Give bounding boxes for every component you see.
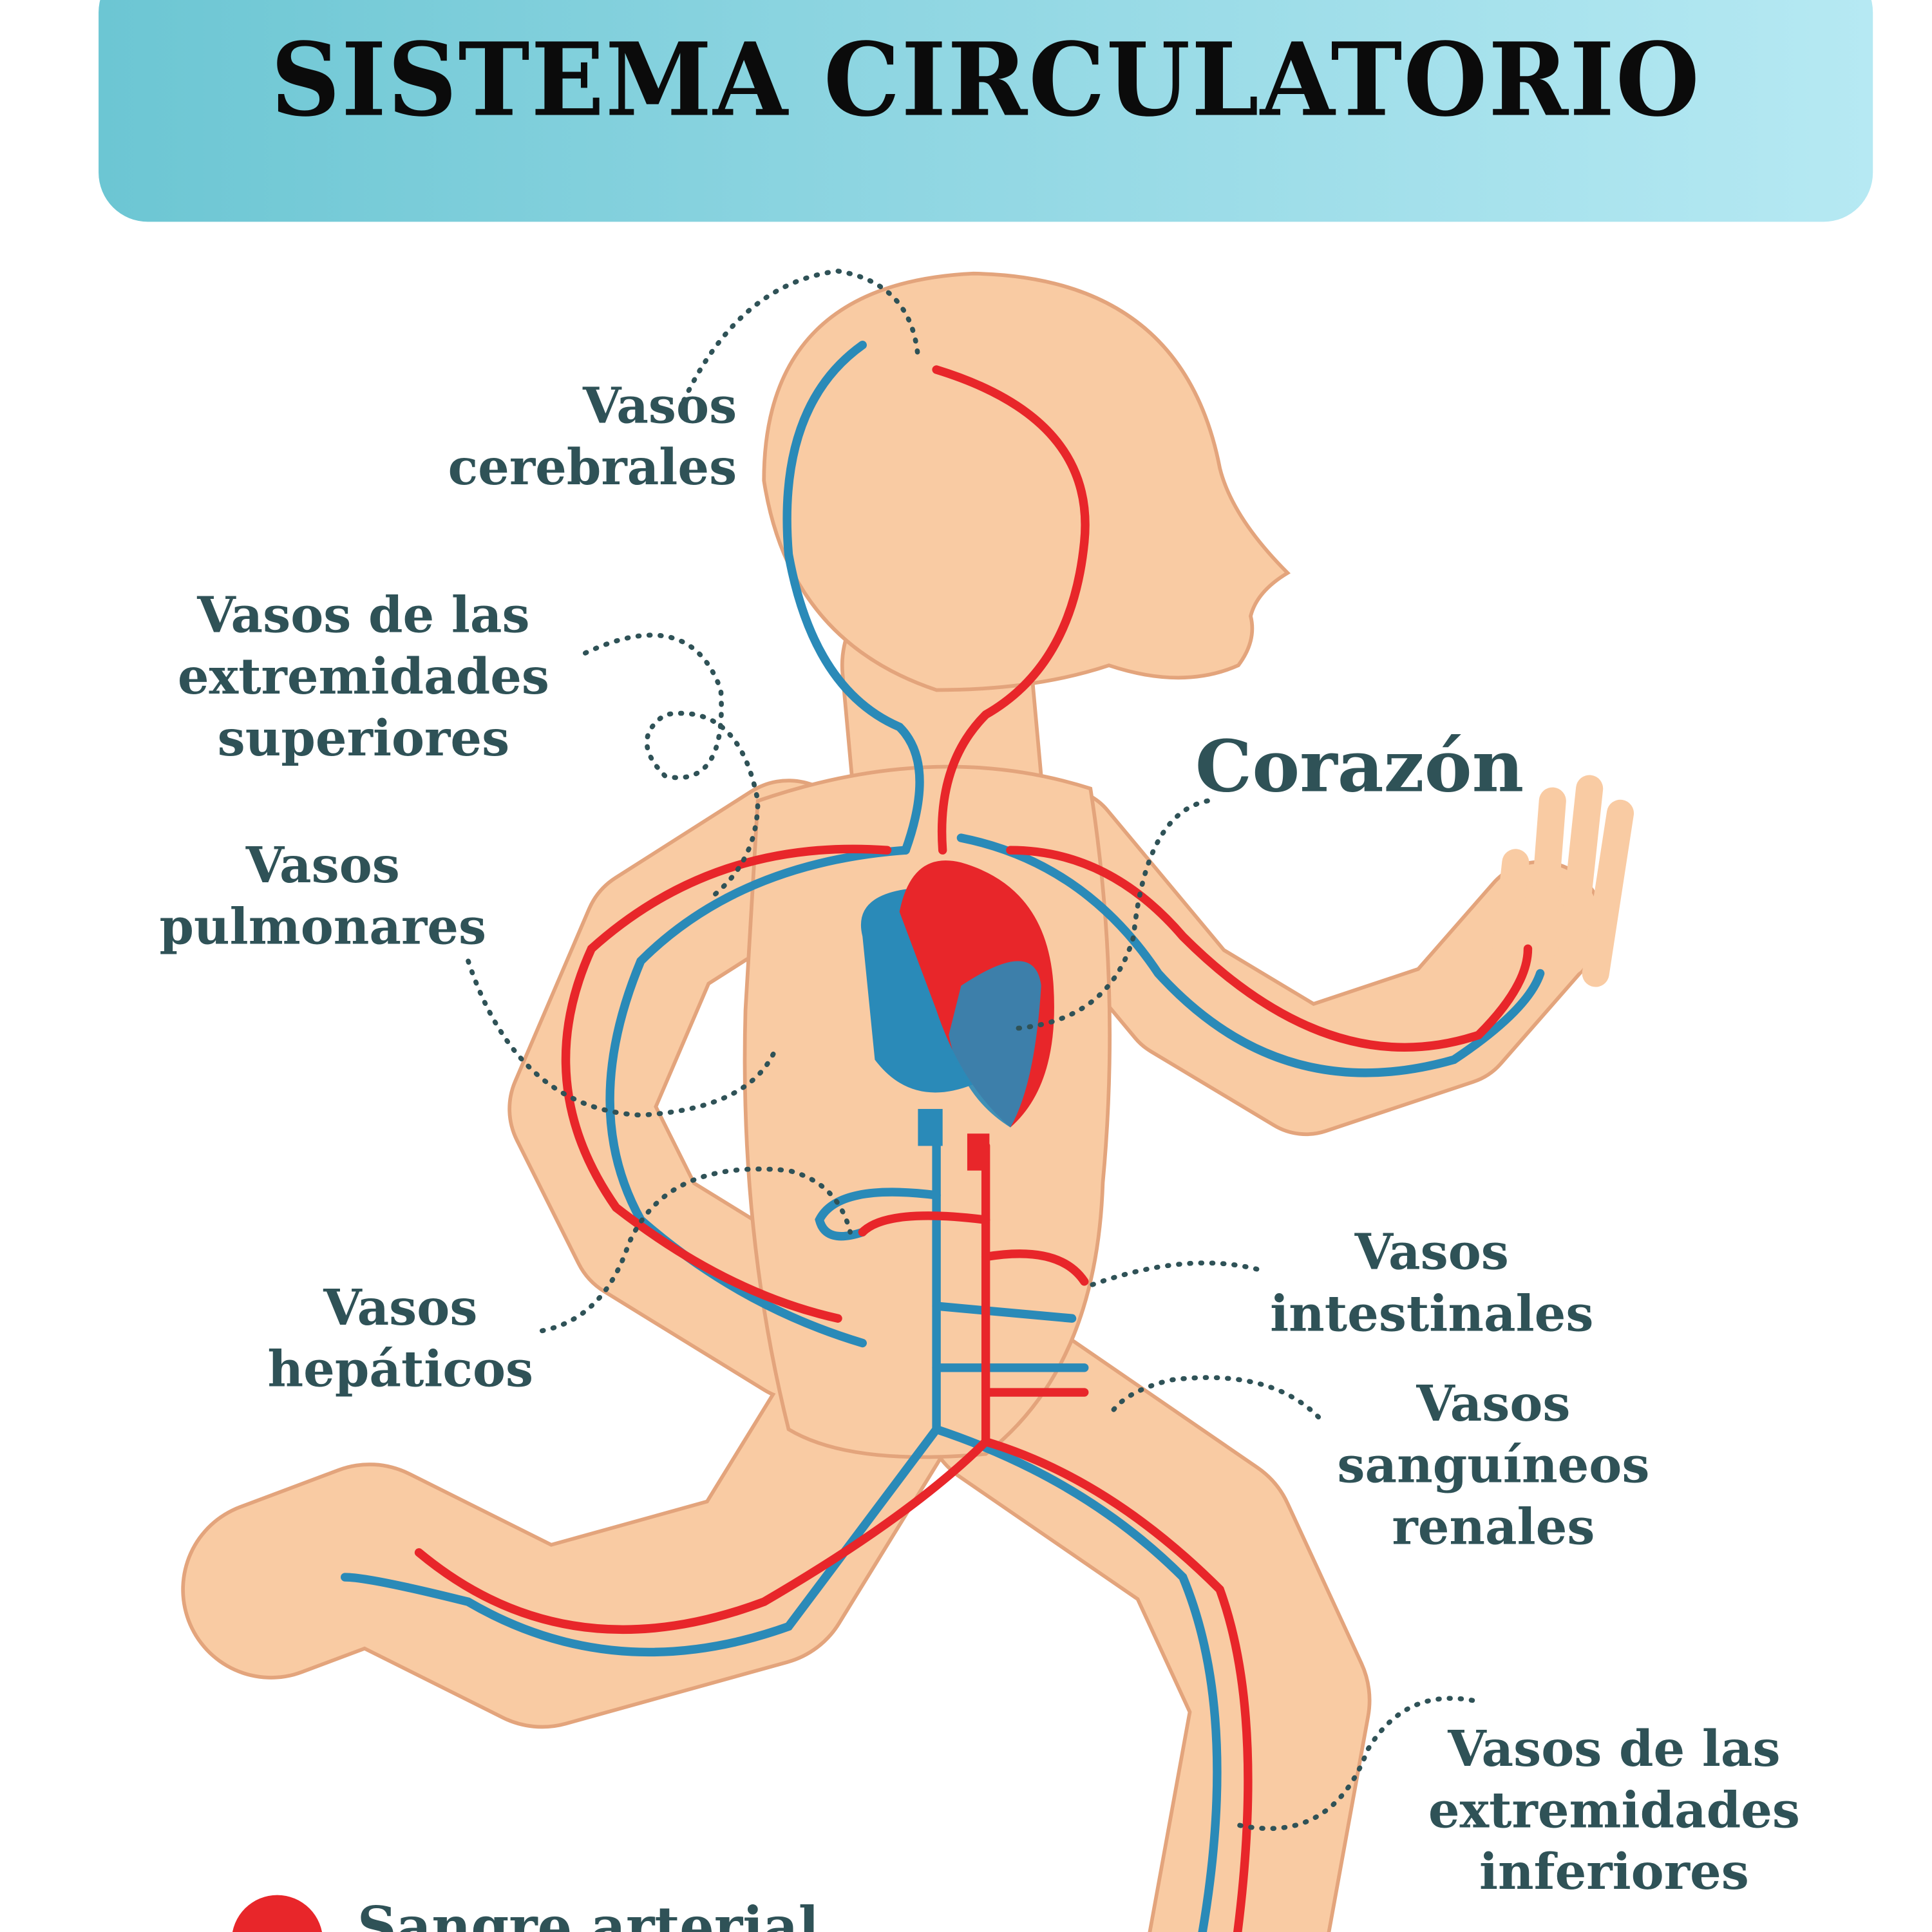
hand — [1490, 775, 1634, 987]
legend-arterial-label: Sangre arterial — [357, 1896, 819, 1932]
title-banner — [99, 0, 1873, 222]
leader-lines — [466, 269, 1475, 1832]
label-line: renales — [1392, 1498, 1595, 1557]
label-line: superiores — [217, 710, 510, 768]
label-line: Vasos de las — [1448, 1719, 1781, 1778]
heart-icon — [860, 860, 1054, 1171]
label-line: Vasos — [323, 1279, 478, 1337]
label-vasos-pulmonares: Vasos pulmonares — [159, 835, 486, 958]
label-line: cerebrales — [448, 439, 737, 497]
label-line: extremidades — [177, 648, 549, 706]
arteries — [414, 365, 1533, 1932]
label-line: Vasos — [1416, 1375, 1571, 1434]
label-line: Vasos — [1354, 1223, 1509, 1282]
label-line: Vasos de las — [197, 586, 530, 645]
page-title: SISTEMA CIRCULATORIO — [270, 21, 1701, 140]
label-line: inferiores — [1479, 1843, 1749, 1902]
label-line: pulmonares — [159, 898, 487, 956]
label-line: Vasos — [245, 837, 400, 895]
label-vasos-extremidades-inferiores: Vasos de las extremidades inferiores — [1428, 1719, 1800, 1904]
label-line: sanguíneos — [1337, 1436, 1650, 1495]
label-line: intestinales — [1270, 1285, 1594, 1343]
head — [762, 271, 1291, 692]
label-vasos-cerebrales: Vasos cerebrales — [448, 376, 737, 499]
veins — [341, 341, 1545, 1932]
label-corazon: Corazón — [1195, 724, 1524, 809]
label-line: hepáticos — [267, 1340, 534, 1399]
label-line: Vasos — [582, 377, 737, 435]
label-vasos-extremidades-superiores: Vasos de las extremidades superiores — [178, 585, 549, 770]
label-vasos-hepaticos: Vasos hepáticos — [268, 1278, 534, 1401]
label-vasos-intestinales: Vasos intestinales — [1270, 1222, 1593, 1345]
label-line: extremidades — [1428, 1781, 1800, 1840]
label-vasos-renales: Vasos sanguíneos renales — [1337, 1374, 1649, 1558]
